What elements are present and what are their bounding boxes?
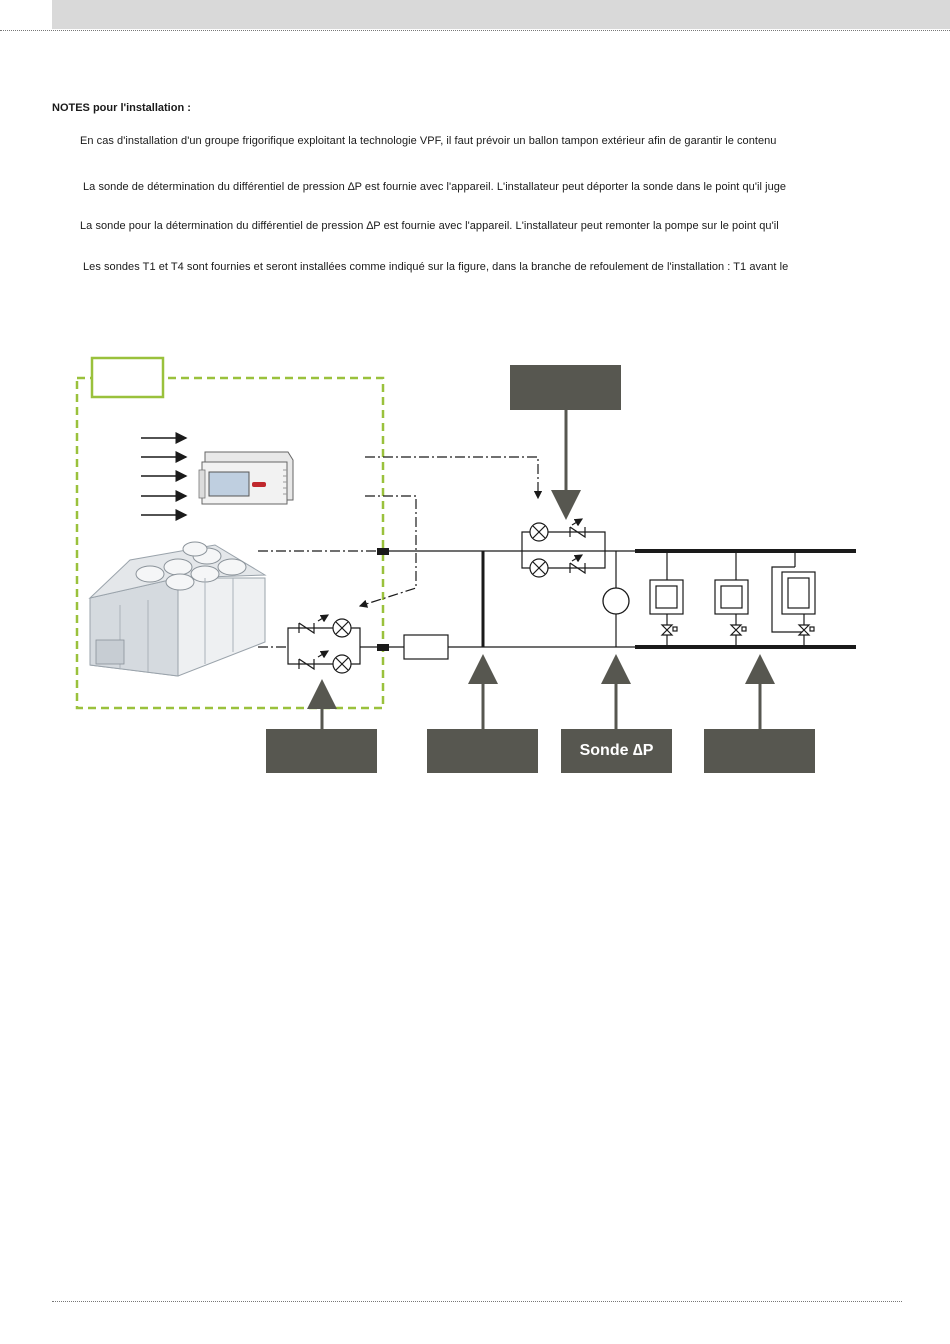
note-2: La sonde de détermination du différentie… — [83, 181, 787, 193]
connection-point — [377, 644, 389, 651]
label-box-2 — [427, 729, 538, 773]
label-box-delta-p — [561, 729, 672, 773]
secondary-pump-group — [521, 518, 606, 578]
notes-title: NOTES pour l'installation : — [52, 102, 191, 114]
footer-divider — [52, 1301, 902, 1302]
delta-p-sensor-icon — [602, 587, 630, 615]
chiller-unit-icon — [88, 541, 267, 677]
terminal-unit-3 — [771, 551, 816, 647]
connection-point — [377, 548, 389, 555]
terminal-unit-2 — [714, 551, 749, 647]
control-signal-lines — [258, 456, 543, 648]
primary-pump-group — [287, 614, 361, 674]
buffer-tank — [403, 634, 449, 660]
note-4: Les sondes T1 et T4 sont fournies et ser… — [83, 261, 789, 273]
delta-p-label: Sonde ∆P — [579, 742, 654, 759]
header-band — [52, 0, 950, 29]
header-divider — [0, 30, 950, 31]
note-3: La sonde pour la détermination du différ… — [80, 220, 779, 232]
unit-label-box — [90, 356, 165, 399]
terminal-unit-1 — [649, 551, 684, 647]
label-box-top — [510, 365, 621, 410]
pipe-network — [360, 549, 856, 649]
label-box-1 — [266, 729, 377, 773]
controller-input-arrows — [141, 432, 188, 521]
label-box-4 — [704, 729, 815, 773]
unit-boundary — [75, 376, 385, 710]
note-1: En cas d'installation d'un groupe frigor… — [80, 135, 777, 147]
controller-device-icon — [198, 451, 294, 505]
